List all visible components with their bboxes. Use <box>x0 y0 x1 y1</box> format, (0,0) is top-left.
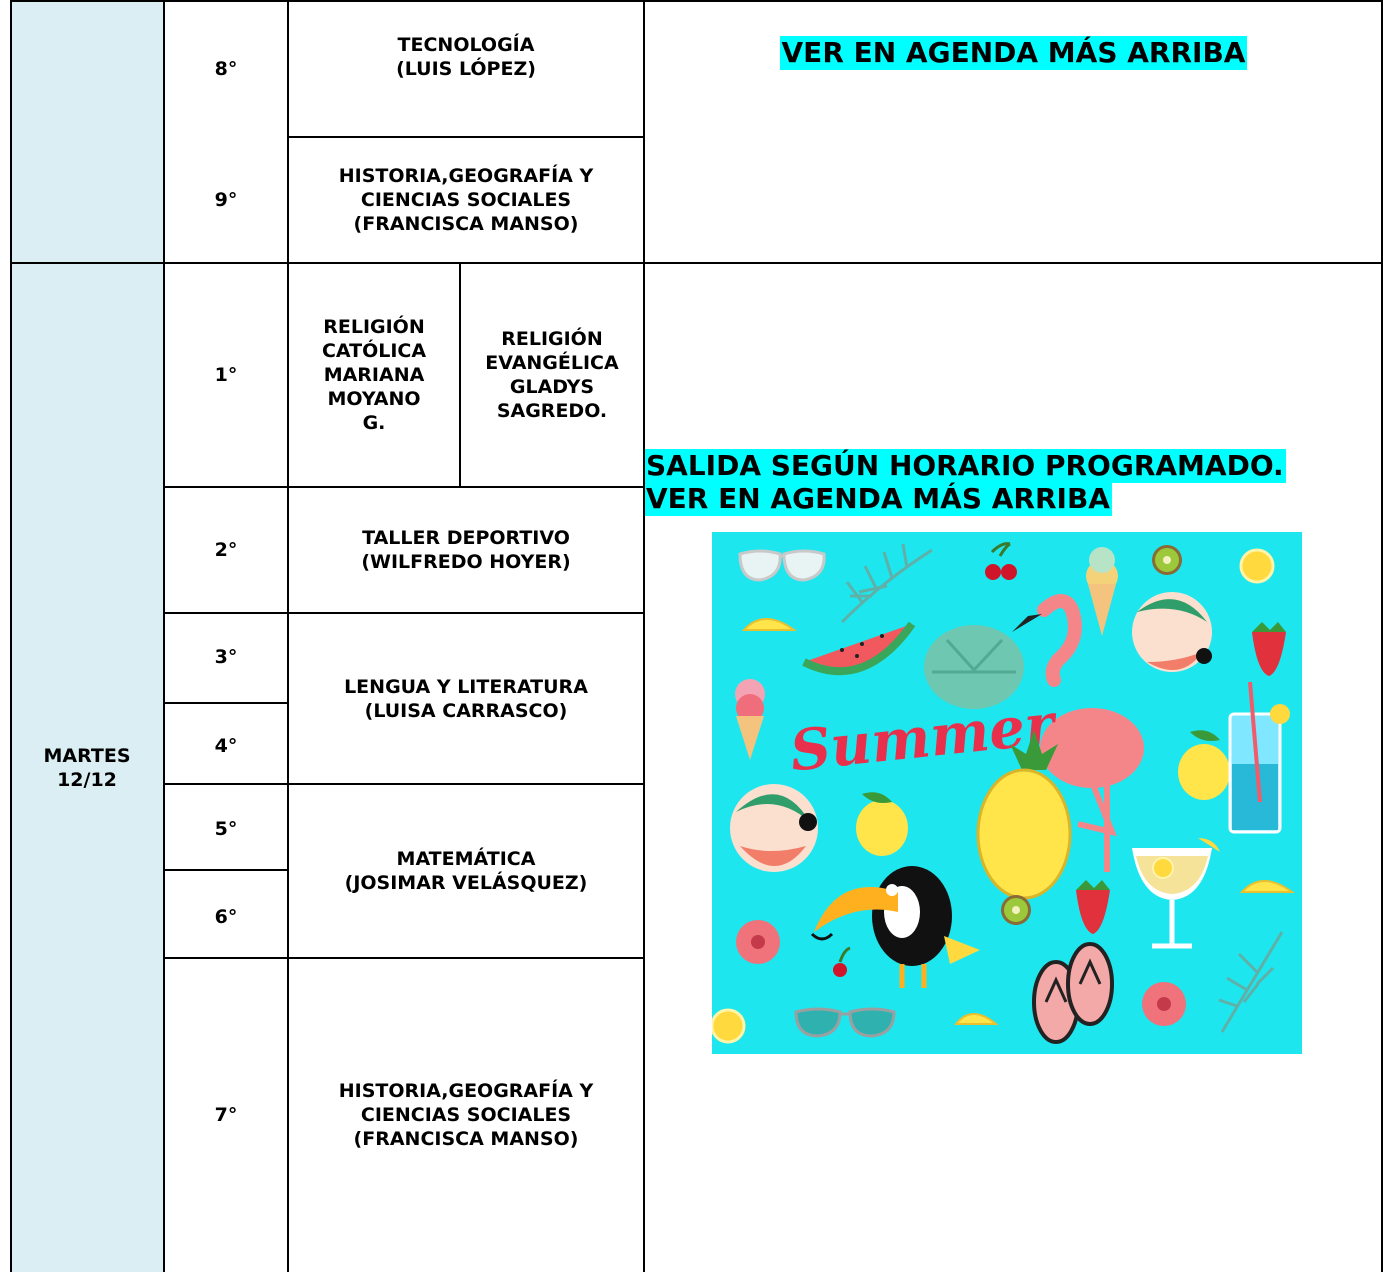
subject-label: RELIGIÓN EVANGÉLICA GLADYS SAGREDO. <box>485 328 619 422</box>
ice-cream-icon <box>735 679 765 760</box>
day-label: MARTES 12/12 <box>43 744 131 791</box>
note-highlight: SALIDA SEGÚN HORARIO PROGRAMADO. <box>644 449 1286 483</box>
kiwi-icon <box>1152 545 1182 575</box>
border <box>163 957 644 959</box>
day-cell-top <box>10 0 164 263</box>
beach-ball-icon <box>1132 592 1212 672</box>
subject-cell: TALLER DEPORTIVO (WILFREDO HOYER) <box>288 487 644 613</box>
note-cell-martes: SALIDA SEGÚN HORARIO PROGRAMADO. VER EN … <box>644 263 1383 1272</box>
grade-cell: 2° <box>164 487 288 613</box>
border <box>643 0 645 1272</box>
grade-cell: 5° <box>164 784 288 870</box>
lemon-icon <box>1178 730 1230 800</box>
border <box>163 486 644 488</box>
note-highlight: VER EN AGENDA MÁS ARRIBA <box>644 482 1112 516</box>
monstera-leaf-icon <box>924 625 1024 709</box>
grade-cell: 1° <box>164 263 288 487</box>
grade-label: 2° <box>214 539 238 561</box>
border <box>163 702 288 704</box>
border <box>1381 0 1383 1272</box>
lemon-icon <box>856 792 908 856</box>
kiwi-icon <box>1001 895 1031 925</box>
grade-label: 7° <box>214 1104 238 1126</box>
grade-cell: 4° <box>164 703 288 784</box>
subject-label: TECNOLOGÍA (LUIS LÓPEZ) <box>396 34 536 80</box>
grade-cell: 7° <box>164 958 288 1272</box>
cherry-icon <box>985 542 1017 580</box>
border <box>163 783 644 785</box>
border <box>163 612 644 614</box>
cocktail-icon <box>1132 838 1220 949</box>
grade-cell: 9° <box>164 137 288 263</box>
grade-label: 3° <box>214 646 238 668</box>
strawberry-icon <box>1076 880 1110 934</box>
subject-cell: HISTORIA,GEOGRAFÍA Y CIENCIAS SOCIALES (… <box>288 958 644 1272</box>
subject-cell: TECNOLOGÍA (LUIS LÓPEZ) <box>288 0 644 137</box>
grade-label: 9° <box>214 189 238 211</box>
lemon-icon <box>1239 548 1275 584</box>
toucan-icon <box>810 866 980 988</box>
summer-illustration: Summer <box>712 532 1302 1054</box>
drink-glass-icon <box>1228 681 1290 834</box>
lemon-icon <box>712 1008 746 1044</box>
border <box>163 0 165 1272</box>
cherry-icon <box>833 946 851 977</box>
strawberry-icon <box>1252 622 1286 676</box>
beach-ball-icon <box>730 784 818 872</box>
grade-label: 1° <box>214 364 238 386</box>
subject-label: MATEMÁTICA (JOSIMAR VELÁSQUEZ) <box>344 848 588 894</box>
flip-flops-icon <box>1032 942 1114 1044</box>
grade-label: 5° <box>214 818 238 840</box>
hibiscus-icon <box>736 920 780 964</box>
border <box>10 0 1383 2</box>
watermelon-icon <box>802 621 916 676</box>
border <box>287 136 644 138</box>
subject-cell: MATEMÁTICA (JOSIMAR VELÁSQUEZ) <box>288 784 644 958</box>
sunglasses-icon <box>738 549 826 582</box>
pineapple-slice-icon <box>741 618 798 631</box>
subject-cell: HISTORIA,GEOGRAFÍA Y CIENCIAS SOCIALES (… <box>288 137 644 263</box>
subject-cell: LENGUA Y LITERATURA (LUISA CARRASCO) <box>288 613 644 784</box>
grade-cell: 3° <box>164 613 288 703</box>
border <box>10 262 1383 264</box>
day-cell-martes: MARTES 12/12 <box>10 263 164 1272</box>
hibiscus-icon <box>1142 982 1186 1026</box>
pineapple-slice-icon <box>953 1013 999 1025</box>
note-highlight: VER EN AGENDA MÁS ARRIBA <box>779 36 1248 70</box>
grade-cell: 8° <box>164 0 288 137</box>
border <box>163 869 288 871</box>
grade-label: 8° <box>214 57 238 80</box>
subject-label: RELIGIÓN CATÓLICA MARIANA MOYANO G. <box>321 316 427 434</box>
pineapple-slice-icon <box>1239 880 1296 893</box>
schedule-table: MARTES 12/12 8° 9° 1° 2° 3° 4° 5° 6° 7° … <box>10 0 1383 1272</box>
note-cell-top: VER EN AGENDA MÁS ARRIBA <box>644 0 1383 263</box>
subject-label: HISTORIA,GEOGRAFÍA Y CIENCIAS SOCIALES (… <box>338 1080 594 1150</box>
ice-cream-icon <box>1086 547 1118 636</box>
border <box>10 0 12 1272</box>
palm-leaf-icon <box>840 543 933 624</box>
sunglasses-icon <box>794 1007 896 1038</box>
border <box>287 0 289 1272</box>
grade-label: 6° <box>214 906 238 928</box>
subject-cell-right: RELIGIÓN EVANGÉLICA GLADYS SAGREDO. <box>460 263 644 487</box>
grade-cell: 6° <box>164 870 288 958</box>
subject-label: HISTORIA,GEOGRAFÍA Y CIENCIAS SOCIALES (… <box>338 165 594 235</box>
grade-label: 4° <box>214 735 238 757</box>
subject-cell-left: RELIGIÓN CATÓLICA MARIANA MOYANO G. <box>288 263 460 487</box>
palm-leaf-icon <box>1218 931 1284 1033</box>
subject-label: TALLER DEPORTIVO (WILFREDO HOYER) <box>361 527 571 573</box>
subject-label: LENGUA Y LITERATURA (LUISA CARRASCO) <box>344 675 588 722</box>
border <box>459 263 461 487</box>
flamingo-icon <box>1012 594 1144 872</box>
